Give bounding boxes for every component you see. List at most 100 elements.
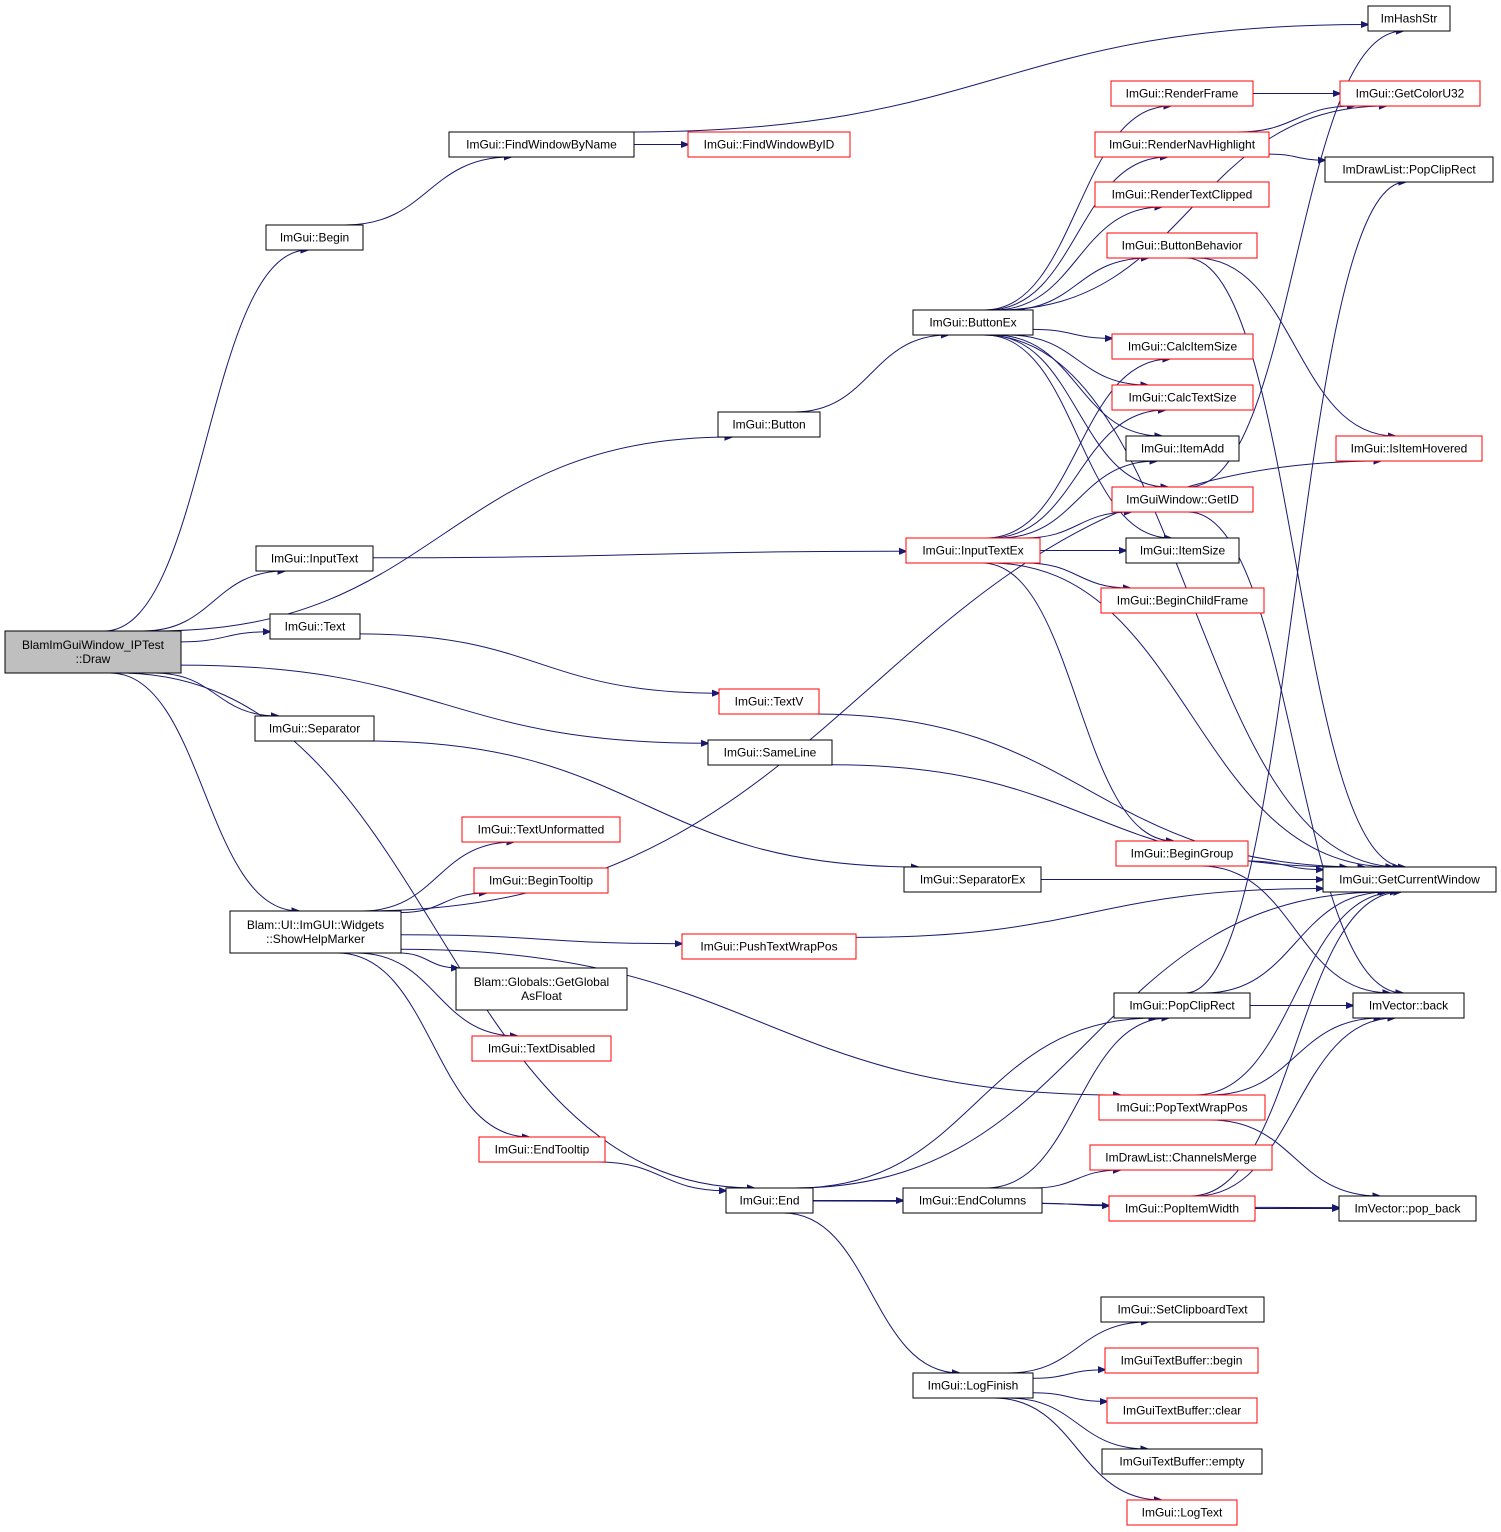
- node-textbuffer_begin[interactable]: ImGuiTextBuffer::begin: [1104, 1347, 1259, 1374]
- node-box-textbuffer_clear[interactable]: [1106, 1397, 1258, 1424]
- node-inputtext[interactable]: ImGui::InputText: [255, 545, 374, 572]
- node-box-begintooltip[interactable]: [473, 867, 609, 894]
- node-box-findwindowbyid[interactable]: [687, 131, 851, 158]
- node-box-rendertextclipped[interactable]: [1094, 181, 1270, 208]
- node-box-buttonbehavior[interactable]: [1106, 232, 1258, 259]
- node-buttonbehavior[interactable]: ImGui::ButtonBehavior: [1106, 232, 1258, 259]
- node-poptextwrappos[interactable]: ImGui::PopTextWrapPos: [1098, 1094, 1266, 1121]
- node-box-imvector_back[interactable]: [1352, 992, 1465, 1019]
- node-box-draw[interactable]: [4, 630, 182, 674]
- node-getcoloru32[interactable]: ImGui::GetColorU32: [1339, 80, 1481, 107]
- node-box-itemsize[interactable]: [1125, 537, 1240, 564]
- node-box-textunformatted[interactable]: [461, 816, 621, 843]
- node-itemsize[interactable]: ImGui::ItemSize: [1125, 537, 1240, 564]
- node-box-endcolumns[interactable]: [902, 1187, 1043, 1214]
- node-box-logfinish[interactable]: [912, 1372, 1034, 1399]
- node-box-buttonex[interactable]: [912, 309, 1034, 336]
- node-box-renderframe[interactable]: [1110, 80, 1254, 107]
- node-setclipboardtext[interactable]: ImGui::SetClipboardText: [1100, 1296, 1265, 1323]
- node-box-logtext[interactable]: [1126, 1499, 1238, 1526]
- node-begin[interactable]: ImGui::Begin: [265, 224, 364, 251]
- node-box-imvector_pop_back[interactable]: [1338, 1195, 1477, 1222]
- node-calctextsize[interactable]: ImGui::CalcTextSize: [1111, 384, 1254, 411]
- node-box-itemadd[interactable]: [1125, 435, 1240, 462]
- node-endcolumns[interactable]: ImGui::EndColumns: [902, 1187, 1043, 1214]
- node-pushtextwrappos[interactable]: ImGui::PushTextWrapPos: [681, 933, 857, 960]
- node-getcurrentwindow[interactable]: ImGui::GetCurrentWindow: [1322, 866, 1497, 893]
- node-imvector_back[interactable]: ImVector::back: [1352, 992, 1465, 1019]
- node-logfinish[interactable]: ImGui::LogFinish: [912, 1372, 1034, 1399]
- node-box-isitemhovered[interactable]: [1335, 435, 1483, 462]
- node-draw[interactable]: BlamImGuiWindow_IPTest::Draw: [4, 630, 182, 674]
- node-showhelpmarker[interactable]: Blam::UI::ImGUI::Widgets::ShowHelpMarker: [229, 910, 402, 954]
- node-box-textv[interactable]: [718, 688, 820, 715]
- node-box-getid[interactable]: [1111, 486, 1254, 513]
- node-channelsmerge[interactable]: ImDrawList::ChannelsMerge: [1089, 1144, 1273, 1171]
- node-box-beginchildframe[interactable]: [1100, 587, 1265, 614]
- node-popitemwidth[interactable]: ImGui::PopItemWidth: [1108, 1195, 1256, 1222]
- node-box-calcitemsize[interactable]: [1111, 333, 1254, 360]
- node-box-getcurrentwindow[interactable]: [1322, 866, 1497, 893]
- node-box-popitemwidth[interactable]: [1108, 1195, 1256, 1222]
- node-box-begingroup[interactable]: [1115, 840, 1249, 867]
- node-textbuffer_clear[interactable]: ImGuiTextBuffer::clear: [1106, 1397, 1258, 1424]
- node-box-endtooltip[interactable]: [478, 1136, 606, 1163]
- node-box-textdisabled[interactable]: [471, 1035, 612, 1062]
- node-itemadd[interactable]: ImGui::ItemAdd: [1125, 435, 1240, 462]
- node-box-poptextwrappos[interactable]: [1098, 1094, 1266, 1121]
- node-box-showhelpmarker[interactable]: [229, 910, 402, 954]
- node-box-findwindowbyname[interactable]: [448, 131, 635, 158]
- node-box-end[interactable]: [725, 1187, 814, 1214]
- node-findwindowbyid[interactable]: ImGui::FindWindowByID: [687, 131, 851, 158]
- node-textv[interactable]: ImGui::TextV: [718, 688, 820, 715]
- node-box-drawlist_popcliprect[interactable]: [1324, 156, 1494, 183]
- node-imhashstr[interactable]: ImHashStr: [1367, 5, 1451, 32]
- node-box-separatorex[interactable]: [903, 866, 1042, 893]
- node-textdisabled[interactable]: ImGui::TextDisabled: [471, 1035, 612, 1062]
- node-box-rendernavhighlight[interactable]: [1094, 131, 1270, 158]
- node-box-imhashstr[interactable]: [1367, 5, 1451, 32]
- node-begintooltip[interactable]: ImGui::BeginTooltip: [473, 867, 609, 894]
- node-rendertextclipped[interactable]: ImGui::RenderTextClipped: [1094, 181, 1270, 208]
- node-separator[interactable]: ImGui::Separator: [254, 715, 375, 742]
- node-end[interactable]: ImGui::End: [725, 1187, 814, 1214]
- node-inputtextex[interactable]: ImGui::InputTextEx: [905, 537, 1041, 564]
- node-buttonex[interactable]: ImGui::ButtonEx: [912, 309, 1034, 336]
- node-renderframe[interactable]: ImGui::RenderFrame: [1110, 80, 1254, 107]
- node-box-sameline[interactable]: [707, 739, 833, 766]
- node-isitemhovered[interactable]: ImGui::IsItemHovered: [1335, 435, 1483, 462]
- node-popcliprect[interactable]: ImGui::PopClipRect: [1113, 992, 1251, 1019]
- node-box-begin[interactable]: [265, 224, 364, 251]
- node-box-getglobalasfloat[interactable]: [455, 967, 628, 1011]
- node-endtooltip[interactable]: ImGui::EndTooltip: [478, 1136, 606, 1163]
- node-textbuffer_empty[interactable]: ImGuiTextBuffer::empty: [1101, 1448, 1263, 1475]
- node-imvector_pop_back[interactable]: ImVector::pop_back: [1338, 1195, 1477, 1222]
- node-box-calctextsize[interactable]: [1111, 384, 1254, 411]
- node-box-setclipboardtext[interactable]: [1100, 1296, 1265, 1323]
- node-box-inputtextex[interactable]: [905, 537, 1041, 564]
- node-begingroup[interactable]: ImGui::BeginGroup: [1115, 840, 1249, 867]
- node-getid[interactable]: ImGuiWindow::GetID: [1111, 486, 1254, 513]
- node-box-textbuffer_empty[interactable]: [1101, 1448, 1263, 1475]
- node-logtext[interactable]: ImGui::LogText: [1126, 1499, 1238, 1526]
- node-findwindowbyname[interactable]: ImGui::FindWindowByName: [448, 131, 635, 158]
- node-box-inputtext[interactable]: [255, 545, 374, 572]
- node-calcitemsize[interactable]: ImGui::CalcItemSize: [1111, 333, 1254, 360]
- node-textunformatted[interactable]: ImGui::TextUnformatted: [461, 816, 621, 843]
- node-box-separator[interactable]: [254, 715, 375, 742]
- node-box-popcliprect[interactable]: [1113, 992, 1251, 1019]
- node-box-pushtextwrappos[interactable]: [681, 933, 857, 960]
- node-box-button[interactable]: [717, 411, 821, 438]
- node-box-channelsmerge[interactable]: [1089, 1144, 1273, 1171]
- node-text[interactable]: ImGui::Text: [269, 613, 361, 640]
- node-box-getcoloru32[interactable]: [1339, 80, 1481, 107]
- node-box-text[interactable]: [269, 613, 361, 640]
- node-sameline[interactable]: ImGui::SameLine: [707, 739, 833, 766]
- node-separatorex[interactable]: ImGui::SeparatorEx: [903, 866, 1042, 893]
- node-rendernavhighlight[interactable]: ImGui::RenderNavHighlight: [1094, 131, 1270, 158]
- node-box-textbuffer_begin[interactable]: [1104, 1347, 1259, 1374]
- node-button[interactable]: ImGui::Button: [717, 411, 821, 438]
- node-beginchildframe[interactable]: ImGui::BeginChildFrame: [1100, 587, 1265, 614]
- node-drawlist_popcliprect[interactable]: ImDrawList::PopClipRect: [1324, 156, 1494, 183]
